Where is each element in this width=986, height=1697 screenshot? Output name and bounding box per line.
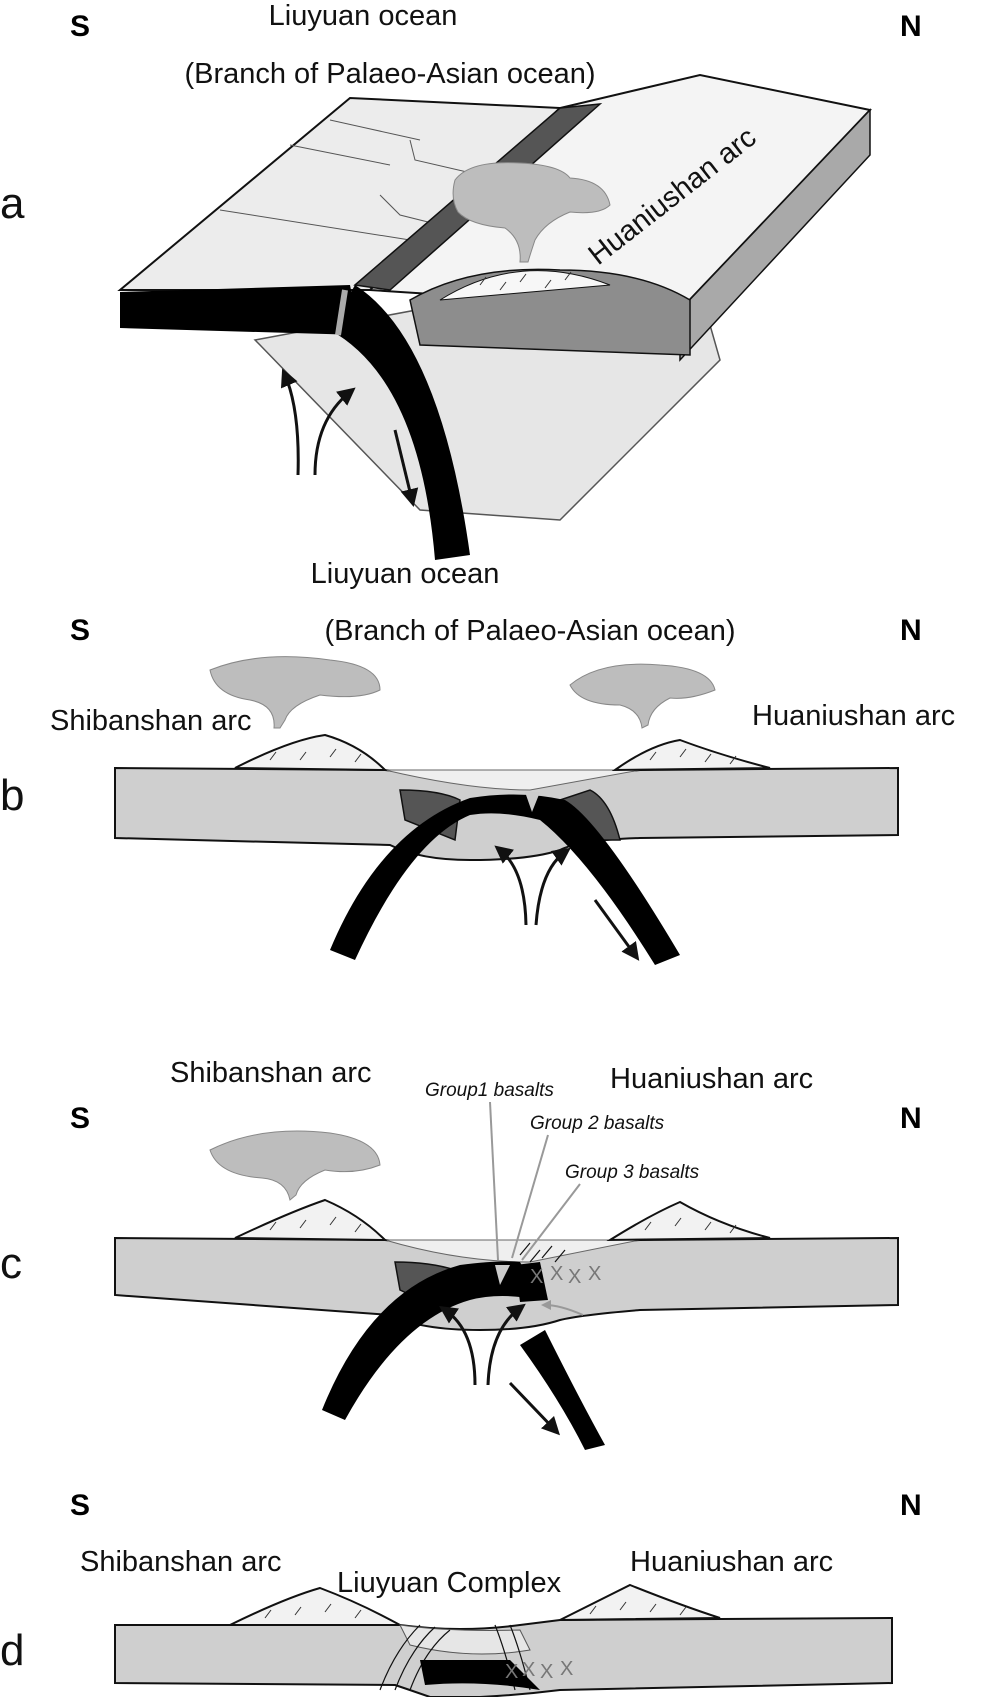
ocean-title: Liuyuan ocean (269, 0, 458, 32)
plume-left (209, 656, 381, 729)
upwelling-arrow-right (486, 1303, 526, 1386)
ridge-block (515, 1262, 548, 1302)
south-label: S (70, 1102, 90, 1135)
svg-text:X: X (588, 1263, 601, 1285)
detached-slab (520, 1330, 605, 1450)
north-label: N (900, 1489, 922, 1522)
magma-plume (452, 162, 611, 263)
panel-c: Shibanshan arc Huaniushan arc S N Group1… (0, 1057, 922, 1450)
subduction-arrow (593, 899, 640, 961)
south-label: S (70, 614, 90, 647)
north-label: N (900, 614, 922, 647)
huaniushan-volcano (611, 738, 771, 772)
lithosphere-bar (114, 1616, 893, 1697)
accreted-slab (420, 1660, 540, 1690)
svg-text:X: X (560, 1658, 573, 1680)
group2-leader (511, 1134, 549, 1259)
basalt-leader-lines (489, 1101, 581, 1261)
huaniushan-volcano (606, 1200, 771, 1242)
arc-left-label: Shibanshan arc (80, 1546, 282, 1578)
svg-text:X: X (568, 1266, 581, 1288)
arc-right-label: Huaniushan arc (610, 1063, 813, 1095)
ridge-melt (525, 792, 540, 812)
arc-right-label: Huaniushan arc (630, 1546, 833, 1578)
panel-b: Liuyuan ocean (Branch of Palaeo-Asian oc… (0, 558, 955, 965)
melt-arrow (541, 1300, 584, 1316)
ridge-melt (495, 1265, 510, 1285)
svg-text:X: X (540, 1661, 553, 1683)
huaniushan-volcano (559, 1583, 721, 1621)
subducting-slab (330, 285, 470, 560)
upwelling-arrow-left (280, 368, 300, 476)
subduction-arrow (508, 1381, 560, 1436)
arc-hatch (479, 271, 572, 291)
ocean-subtitle: (Branch of Palaeo-Asian ocean) (184, 58, 595, 90)
shibanshan-volcano (229, 1586, 401, 1626)
panel-a: S N Liuyuan ocean (Branch of Palaeo-Asia… (0, 0, 922, 560)
upwelling-arrow-right (534, 847, 571, 926)
south-label: S (70, 10, 90, 43)
upwelling-arrow-left (439, 1306, 477, 1386)
north-label: N (900, 10, 922, 43)
south-label: S (70, 1489, 90, 1522)
basin-sediment (384, 1239, 641, 1263)
complex-label: Liuyuan Complex (337, 1567, 562, 1599)
oceanic-slab-front (120, 285, 360, 335)
svg-text:X: X (505, 1661, 518, 1683)
arc-left-label: Shibanshan arc (50, 705, 252, 737)
group1-leader (489, 1101, 499, 1261)
thrust-faults (379, 1624, 531, 1691)
group2-label: Group 2 basalts (530, 1113, 665, 1134)
arc-right-label: Huaniushan arc (752, 700, 955, 732)
north-label: N (900, 1102, 922, 1135)
subduction-arrow (393, 429, 419, 507)
ocean-subtitle: (Branch of Palaeo-Asian ocean) (324, 615, 735, 647)
panel-letter: a (0, 179, 25, 228)
svg-text:X: X (550, 1263, 563, 1285)
group1-label: Group1 basalts (425, 1080, 554, 1101)
shibanshan-volcano (234, 1198, 388, 1242)
panel-letter: b (0, 771, 24, 820)
panel-d: S N Shibanshan arc Liuyuan Complex Huani… (0, 1489, 922, 1697)
volcano-hatch (269, 1216, 737, 1234)
arc-left-label: Shibanshan arc (170, 1057, 372, 1089)
shibanshan-volcano (234, 733, 388, 772)
volcano-hatch (264, 1601, 687, 1619)
ocean-title: Liuyuan ocean (311, 558, 500, 590)
panel-letter: c (0, 1239, 22, 1288)
group3-label: Group 3 basalts (565, 1162, 700, 1183)
transform-faults (219, 119, 481, 241)
dyke-swarm (519, 1242, 566, 1263)
volcano-hatch (269, 748, 737, 765)
ridge-melt (335, 289, 348, 336)
group3-leader (521, 1183, 581, 1261)
panel-letter: d (0, 1626, 24, 1675)
plume-right (569, 663, 716, 729)
svg-text:X: X (522, 1659, 535, 1681)
plume-left (209, 1130, 381, 1201)
upwelling-arrow-right (313, 387, 356, 476)
svg-text:X: X (530, 1266, 543, 1288)
basin-sediment (384, 769, 641, 791)
upwelling-arrow-left (494, 845, 528, 926)
arc-volcano (439, 270, 611, 301)
subducting-slab (330, 794, 680, 965)
